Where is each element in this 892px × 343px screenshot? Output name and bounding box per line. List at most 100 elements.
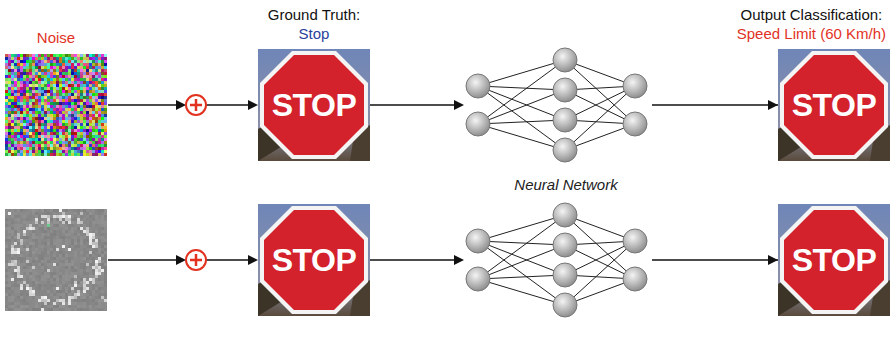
noise-pixel (95, 69, 98, 72)
noise-pixel (17, 108, 20, 111)
noise-pixel (50, 147, 53, 150)
noise-pixel (104, 99, 107, 102)
noise-pixel (104, 117, 107, 120)
noise-pixel (23, 242, 26, 245)
noise-pixel (35, 153, 38, 156)
noise-pixel (44, 144, 47, 147)
noise-pixel (47, 138, 50, 141)
noise-pixel (44, 263, 47, 266)
noise-pixel (44, 135, 47, 138)
noise-pixel (80, 147, 83, 150)
noise-pixel (80, 78, 83, 81)
noise-pixel (50, 90, 53, 93)
noise-pixel (56, 63, 59, 66)
noise-pixel (74, 296, 77, 299)
noise-pixel (5, 123, 8, 126)
noise-pixel (98, 138, 101, 141)
noise-pixel (80, 69, 83, 72)
noise-pixel (74, 251, 77, 254)
noise-pixel (41, 212, 44, 215)
noise-pixel (20, 227, 23, 230)
noise-pixel (53, 84, 56, 87)
noise-pixel (23, 233, 26, 236)
noise-pixel (29, 242, 32, 245)
noise-pixel (77, 236, 80, 239)
noise-pixel (35, 99, 38, 102)
noise-pixel (65, 278, 68, 281)
noise-pixel (71, 293, 74, 296)
noise-pixel (83, 57, 86, 60)
noise-pixel (26, 239, 29, 242)
noise-pixel (74, 114, 77, 117)
noise-pixel (65, 123, 68, 126)
noise-pixel (53, 260, 56, 263)
noise-pixel (14, 144, 17, 147)
noise-pixel (47, 257, 50, 260)
noise-pixel (26, 150, 29, 153)
noise-pixel (8, 212, 11, 215)
noise-pixel (71, 75, 74, 78)
noise-pixel (20, 114, 23, 117)
noise-pixel (65, 251, 68, 254)
noise-pixel (104, 144, 107, 147)
noise-pixel (59, 57, 62, 60)
noise-pixel (65, 102, 68, 105)
noise-pixel (74, 281, 77, 284)
noise-pixel (74, 242, 77, 245)
noise-pixel (20, 281, 23, 284)
noise-pixel (65, 96, 68, 99)
noise-pixel (47, 287, 50, 290)
noise-pixel (59, 263, 62, 266)
noise-pixel (23, 114, 26, 117)
noise-pixel (77, 57, 80, 60)
noise-pixel (20, 153, 23, 156)
noise-pixel (47, 66, 50, 69)
noise-pixel (11, 308, 14, 311)
noise-pixel (29, 108, 32, 111)
noise-pixel (56, 144, 59, 147)
noise-pixel (23, 260, 26, 263)
noise-pixel (89, 63, 92, 66)
noise-pixel (26, 278, 29, 281)
noise-pixel (23, 78, 26, 81)
noise-pixel (92, 123, 95, 126)
noise-pixel (65, 126, 68, 129)
noise-pixel (32, 132, 35, 135)
noise-pixel (32, 209, 35, 212)
noise-pixel (20, 81, 23, 84)
noise-pixel (41, 60, 44, 63)
noise-pixel (5, 290, 8, 293)
noise-pixel (26, 224, 29, 227)
noise-pixel (77, 84, 80, 87)
noise-pixel (98, 84, 101, 87)
noise-pixel (5, 150, 8, 153)
noise-pixel (26, 54, 29, 57)
noise-pixel (8, 245, 11, 248)
noise-pixel (17, 251, 20, 254)
noise-pixel (11, 102, 14, 105)
noise-pixel (8, 75, 11, 78)
noise-pixel (14, 242, 17, 245)
noise-pixel (26, 260, 29, 263)
noise-pixel (8, 248, 11, 251)
noise-pixel (80, 126, 83, 129)
noise-pixel (41, 275, 44, 278)
noise-pixel (14, 93, 17, 96)
noise-pixel (32, 248, 35, 251)
noise-pixel (32, 269, 35, 272)
noise-pixel (44, 111, 47, 114)
noise-pixel (89, 84, 92, 87)
noise-pixel (41, 75, 44, 78)
noise-pixel (77, 251, 80, 254)
noise-pixel (65, 60, 68, 63)
noise-pixel (74, 90, 77, 93)
noise-pixel (41, 99, 44, 102)
noise-pixel (32, 129, 35, 132)
noise-pixel (77, 96, 80, 99)
noise-pixel (5, 281, 8, 284)
noise-pixel (56, 102, 59, 105)
noise-pixel (56, 153, 59, 156)
noise-pixel (35, 266, 38, 269)
noise-pixel (23, 224, 26, 227)
noise-pixel (92, 75, 95, 78)
